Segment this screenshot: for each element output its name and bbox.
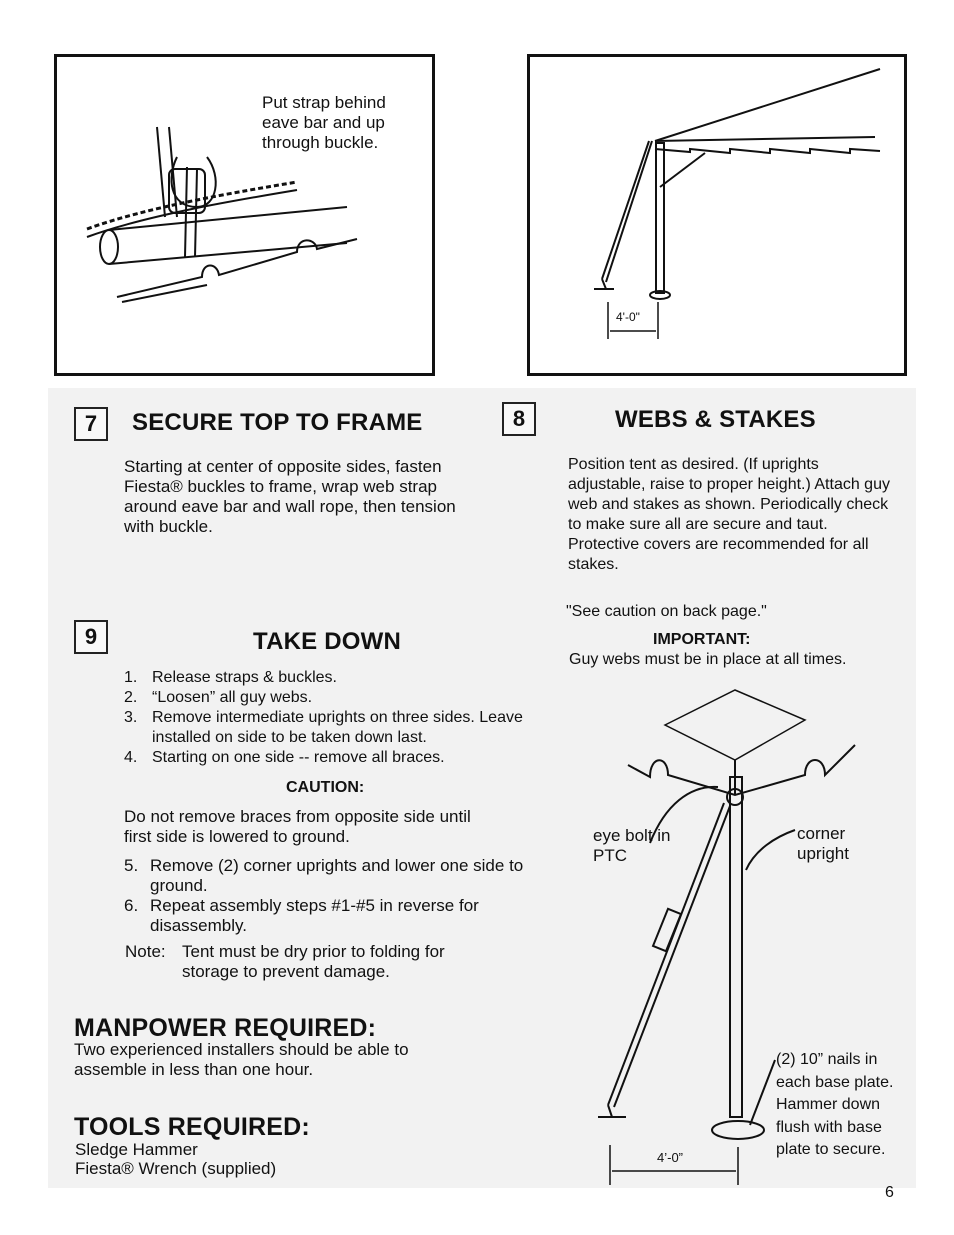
caution-label: CAUTION:	[286, 779, 365, 796]
page-number: 6	[885, 1184, 894, 1201]
nails-note: (2) 10” nails in each base plate. Hammer…	[776, 1051, 894, 1158]
manpower-text: Two experienced installers should be abl…	[74, 1040, 409, 1079]
step-7-number: 7	[74, 407, 108, 441]
figure-7-frame: Put strap behind eave bar and up through…	[54, 54, 435, 376]
step-9-number: 9	[74, 620, 108, 654]
step-8-text: Position tent as desired. (If uprights a…	[568, 456, 890, 573]
figure-7-caption: Put strap behind eave bar and up through…	[262, 93, 386, 152]
step-8-number: 8	[502, 402, 536, 436]
tent-guy-web-illustration	[594, 68, 881, 339]
corner-upright-label: corner upright	[797, 824, 849, 863]
page-background-panel	[48, 388, 916, 1188]
step-9-list-a: 1.Release straps & buckles. 2.“Loosen” a…	[124, 668, 544, 768]
caution-text: Do not remove braces from opposite side …	[124, 807, 471, 846]
step-9-title: TAKE DOWN	[253, 628, 402, 655]
manpower-title: MANPOWER REQUIRED:	[74, 1014, 377, 1042]
note-label: Note:	[125, 942, 166, 961]
eave-bar-strap-illustration	[86, 126, 358, 303]
eye-bolt-label: eye bolt in PTC	[593, 826, 671, 865]
step-8-important-text: Guy webs must be in place at all times.	[569, 651, 847, 668]
step-8-title: WEBS & STAKES	[615, 406, 816, 433]
list-item: 1.Release straps & buckles.	[124, 669, 337, 686]
figure-8-frame: 4'-0"	[527, 54, 907, 376]
step-8-important-label: IMPORTANT:	[653, 631, 751, 648]
tools-title: TOOLS REQUIRED:	[74, 1113, 310, 1141]
step-8-see-caution: "See caution on back page."	[566, 603, 767, 620]
step-7-title: SECURE TOP TO FRAME	[132, 409, 423, 436]
list-item: 6.Repeat assembly steps #1-#5 in reverse…	[124, 896, 479, 935]
note-text: Tent must be dry prior to folding for st…	[182, 942, 445, 981]
tools-line-1: Sledge Hammer	[75, 1140, 198, 1159]
list-item: 4.Starting on one side -- remove all bra…	[124, 749, 445, 766]
figure-8-dimension: 4'-0"	[616, 310, 640, 324]
step-9-list-b: 5.Remove (2) corner uprights and lower o…	[124, 856, 534, 936]
list-item: 3.Remove intermediate uprights on three …	[124, 709, 523, 746]
step-7-text: Starting at center of opposite sides, fa…	[124, 457, 456, 536]
corner-stake-detail-illustration	[598, 689, 856, 1185]
detail-dimension: 4’-0”	[657, 1150, 684, 1165]
list-item: 2.“Loosen” all guy webs.	[124, 689, 313, 706]
tools-line-2: Fiesta® Wrench (supplied)	[75, 1159, 277, 1178]
list-item: 5.Remove (2) corner uprights and lower o…	[124, 856, 524, 895]
